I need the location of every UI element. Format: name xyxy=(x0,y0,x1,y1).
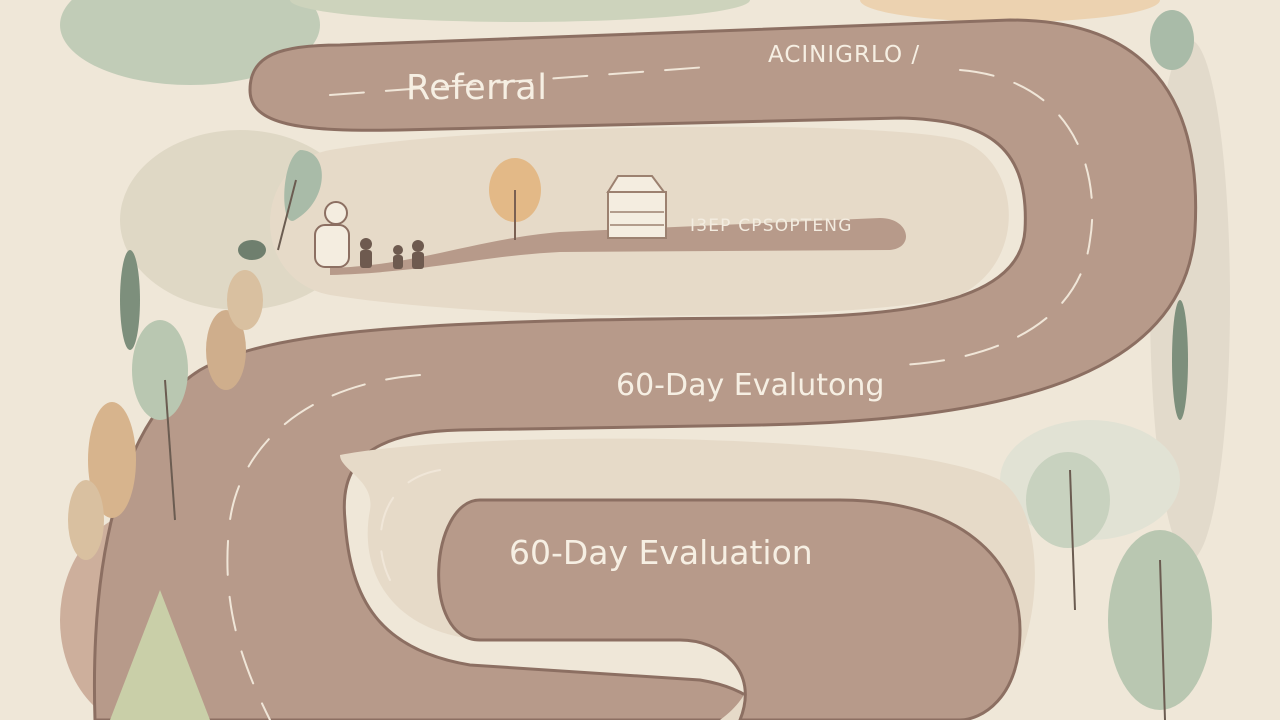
right-trees xyxy=(1026,10,1212,720)
family-figures-icon xyxy=(314,201,424,269)
road-dashes xyxy=(226,65,1094,720)
bottom-evaluation-label: 60-Day Evaluation xyxy=(509,533,813,572)
autumn-tree-icon xyxy=(489,158,541,240)
bottom-road-pill xyxy=(437,498,1022,720)
building-icon xyxy=(606,175,667,239)
middle-evaluation-label: 60-Day Evalutong xyxy=(616,368,885,403)
side-trail xyxy=(330,218,907,275)
left-trees xyxy=(68,150,322,720)
referral-label: Referral xyxy=(406,68,548,108)
top-right-label: ACINIGRLO / xyxy=(768,42,921,68)
sign-label: I3EP CPSOPTENG xyxy=(690,216,853,236)
